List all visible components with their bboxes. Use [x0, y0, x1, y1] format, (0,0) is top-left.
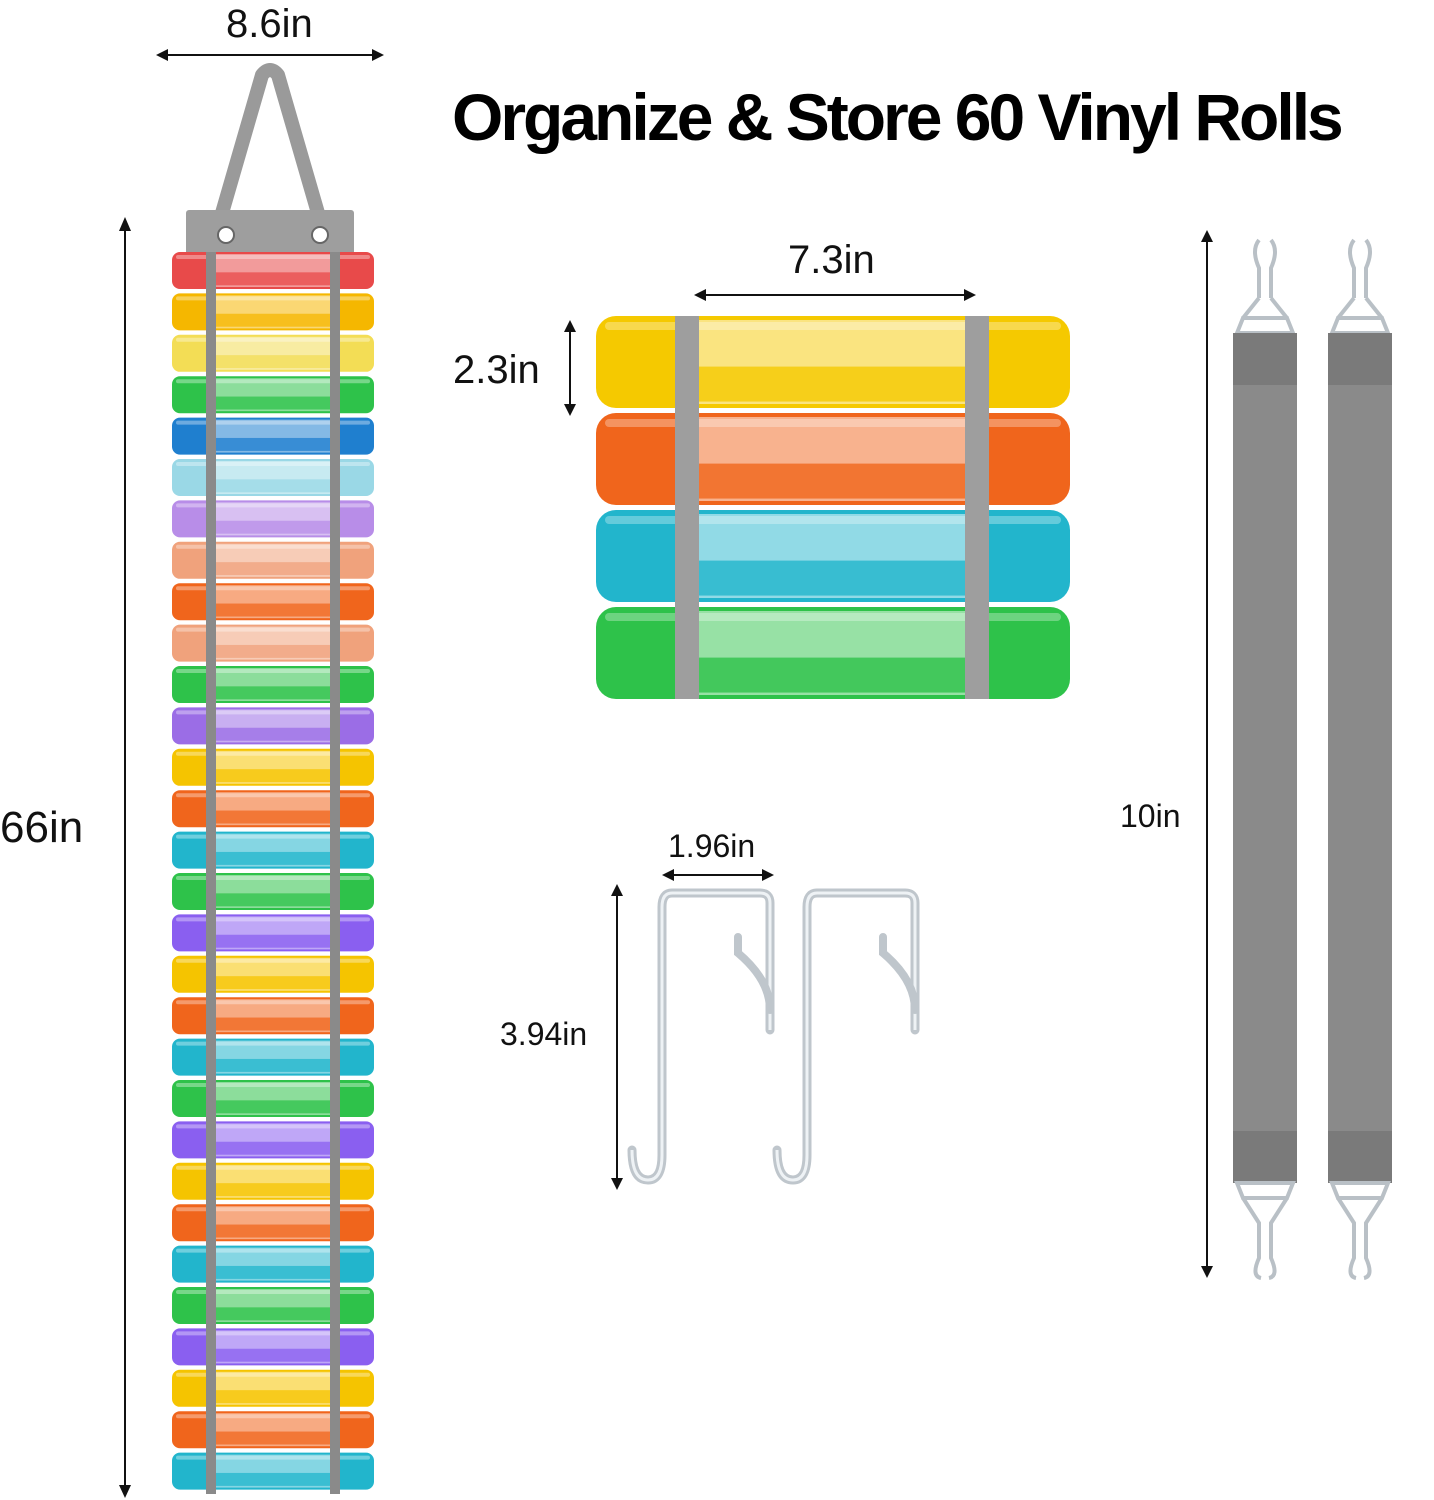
strap-length-label: 10in	[1120, 798, 1181, 834]
vinyl-roll	[172, 417, 374, 455]
headline: Organize & Store 60 Vinyl Rolls	[452, 80, 1344, 154]
vinyl-roll	[172, 1369, 374, 1407]
vinyl-roll	[172, 1080, 374, 1117]
vinyl-roll	[172, 666, 374, 703]
door-hook-left	[627, 888, 775, 1185]
vinyl-roll	[172, 1121, 374, 1159]
vinyl-roll	[172, 1452, 374, 1490]
roll-width-label: 7.3in	[788, 238, 875, 282]
organizer-length-label: 66in	[0, 803, 84, 852]
hook-height-label: 3.94in	[500, 1016, 588, 1052]
holding-strap	[675, 316, 699, 699]
hanging-loop	[186, 63, 354, 255]
vinyl-roll	[172, 1411, 374, 1449]
vinyl-roll-detail	[596, 316, 1070, 408]
holding-strap	[206, 252, 216, 1494]
vinyl-roll	[172, 500, 374, 538]
width-dimension-arrow	[156, 49, 384, 61]
roll-diameter-arrow	[564, 320, 576, 416]
roll-width-arrow	[694, 289, 976, 301]
holding-strap	[965, 316, 989, 699]
vinyl-roll	[172, 624, 374, 662]
vinyl-roll	[172, 334, 374, 372]
vinyl-roll	[172, 459, 374, 496]
vinyl-roll	[172, 583, 374, 621]
vinyl-roll	[172, 1328, 374, 1366]
vinyl-roll	[172, 541, 374, 579]
strap-left	[1233, 238, 1297, 1280]
vinyl-roll	[172, 376, 374, 414]
vinyl-roll	[172, 873, 374, 910]
strap-length-arrow	[1201, 230, 1213, 1278]
vinyl-roll-detail	[596, 413, 1070, 505]
roll-diameter-label: 2.3in	[453, 348, 540, 392]
holding-strap	[330, 252, 340, 1494]
hook-width-label: 1.96in	[668, 828, 756, 864]
vinyl-roll	[172, 1038, 374, 1076]
hook-width-arrow	[662, 869, 774, 881]
vinyl-roll	[172, 748, 374, 786]
vinyl-roll-detail	[596, 607, 1070, 699]
vinyl-roll	[172, 293, 374, 331]
vinyl-roll	[172, 790, 374, 828]
organizer-width-label: 8.6in	[226, 2, 313, 46]
hook-height-arrow	[611, 884, 623, 1190]
door-hook-right	[772, 888, 920, 1185]
vinyl-roll	[172, 955, 374, 993]
length-dimension-arrow	[119, 217, 131, 1498]
vinyl-roll	[172, 914, 374, 952]
vinyl-roll	[172, 707, 374, 745]
vinyl-roll	[172, 252, 374, 289]
vinyl-roll	[172, 1287, 374, 1324]
detail-roll-stack	[596, 316, 1070, 699]
vinyl-roll	[172, 831, 374, 869]
tall-roll-stack	[172, 252, 374, 1494]
vinyl-roll	[172, 997, 374, 1035]
vinyl-roll-detail	[596, 510, 1070, 602]
vinyl-roll	[172, 1245, 374, 1283]
vinyl-roll	[172, 1162, 374, 1200]
vinyl-roll	[172, 1204, 374, 1242]
strap-right	[1328, 238, 1392, 1280]
